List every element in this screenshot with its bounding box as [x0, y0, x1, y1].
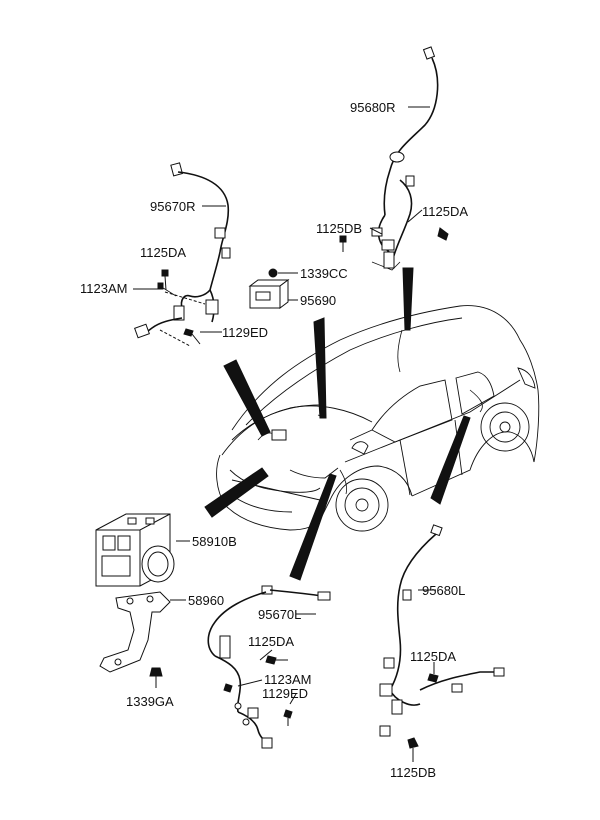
sensor-95680L-assembly	[379, 524, 505, 762]
sensor-95680R-assembly	[339, 46, 449, 271]
sensor-95670L-assembly	[207, 585, 331, 749]
label-1125DA-top-left: 1125DA	[140, 245, 186, 260]
label-1123AM-bottom: 1123AM	[264, 672, 311, 687]
label-95680L: 95680L	[422, 583, 465, 598]
pointer-wedges	[204, 267, 471, 581]
label-1125DA-top-right: 1125DA	[422, 204, 468, 219]
label-1129ED-top: 1129ED	[222, 325, 268, 340]
sensor-95670R-assembly	[133, 162, 231, 347]
label-1123AM-top: 1123AM	[80, 281, 127, 296]
label-95690: 95690	[300, 293, 336, 308]
label-95670R: 95670R	[150, 199, 196, 214]
label-95670L: 95670L	[258, 607, 301, 622]
part-labels: 95680R 95670R 1125DB 1125DA 1125DA 1339C…	[80, 100, 468, 780]
label-1125DB-top: 1125DB	[316, 221, 362, 236]
label-58960: 58960	[188, 593, 224, 608]
label-1129ED-bottom: 1129ED	[262, 686, 308, 701]
label-1339GA: 1339GA	[126, 694, 174, 709]
label-58910B: 58910B	[192, 534, 237, 549]
label-1125DB-bottom: 1125DB	[390, 765, 436, 780]
bracket-58960	[99, 591, 186, 688]
label-95680R: 95680R	[350, 100, 396, 115]
label-1339CC: 1339CC	[300, 266, 348, 281]
label-1125DA-bottom-right: 1125DA	[410, 649, 456, 664]
yaw-sensor-95690	[248, 268, 298, 309]
abs-unit-58910B	[95, 513, 190, 587]
label-1125DA-bottom-left: 1125DA	[248, 634, 294, 649]
